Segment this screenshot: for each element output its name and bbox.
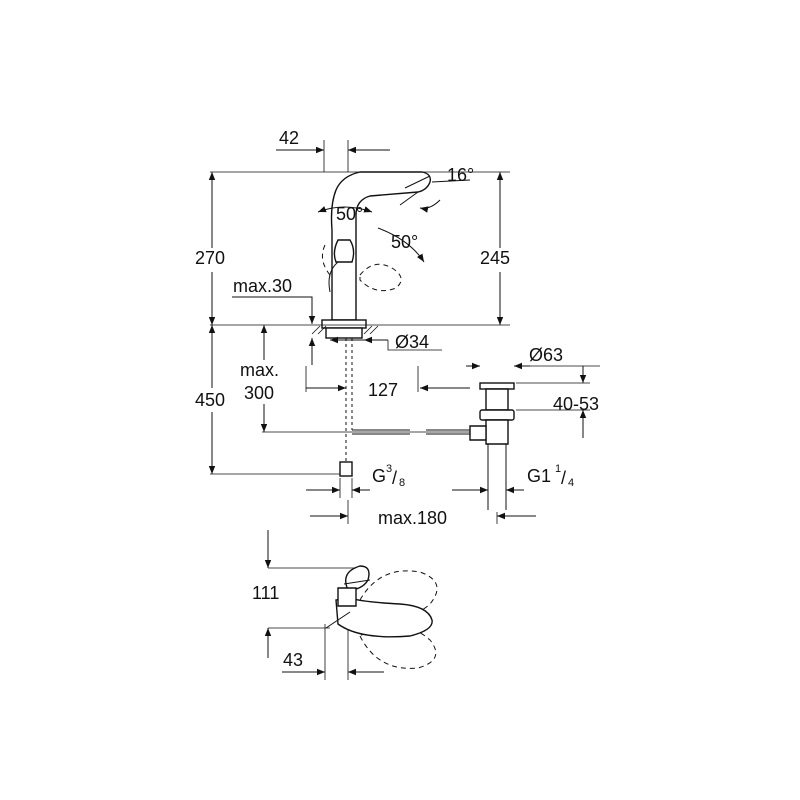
dim-42: 42 [276,128,390,172]
drain-flange [479,382,515,390]
dim-111-label: 111 [252,583,279,603]
dim-450: 450 [195,325,225,474]
dim-50-left-label: 50° [336,204,363,224]
dim-42-label: 42 [279,128,299,148]
reference-lines [210,171,510,475]
dim-g38: G 3 / 8 [306,463,405,498]
dim-270-label: 270 [195,248,225,268]
dim-g114-slash: / [561,468,566,488]
dim-450-label: 450 [195,390,225,410]
dim-245: 245 [480,172,510,325]
top-ghost-down [359,625,437,669]
dim-40-53-label: 40-53 [553,394,599,414]
drain-nut [479,409,515,421]
dim-50-right-label: 50° [391,232,418,252]
dim-max30: max.30 [232,276,316,365]
dim-16-deg: 16° [399,165,474,213]
deck-hatching [311,325,379,335]
dim-127: 127 [305,366,470,400]
waste-drain [469,382,515,510]
dim-111: 111 [252,530,356,658]
dim-g114-den: 4 [568,477,574,489]
dim-43: 43 [282,624,384,680]
dim-max180: max.180 [310,500,536,528]
base-plate [321,319,367,329]
dim-g114: G1 1 / 4 [452,463,574,494]
dim-max180-label: max.180 [378,508,447,528]
dim-g38-slash: / [392,468,397,488]
dim-127-label: 127 [368,380,398,400]
dim-16-label: 16° [447,165,474,185]
dim-g38-den: 8 [399,477,405,489]
lever-ghost-left [321,244,331,276]
tailpiece [487,444,507,510]
drain-body-top [485,388,509,411]
dim-43-label: 43 [283,650,303,670]
faucet-top-view [325,565,438,669]
dim-270: 270 [195,172,225,325]
dim-g38-num: 3 [386,463,392,475]
dim-max300-line1: max. [240,360,279,380]
lever-handle [333,239,355,263]
top-body [335,597,433,638]
dim-50-deg: 50° 50° [317,204,425,263]
drain-body [485,419,509,445]
top-body-stem [337,587,357,607]
dim-d63-label: Ø63 [529,345,563,365]
dim-max300-line2: 300 [244,383,274,403]
dim-max300: max. 300 [240,325,279,432]
dim-g114-num: 1 [555,463,561,475]
aerator-line [404,175,431,189]
dim-g38-label: G [372,466,386,486]
dim-d34: Ø34 [330,332,442,352]
lever-ghost-right [359,263,402,292]
pop-up-rod [352,429,470,435]
dim-max30-label: max.30 [233,276,292,296]
dim-40-53: 40-53 [516,366,599,438]
drain-pivot [469,425,487,441]
dim-245-label: 245 [480,248,510,268]
hose-connector [339,461,353,477]
dim-d34-label: Ø34 [395,332,429,352]
dim-g114-label: G1 [527,466,551,486]
mount-nut [325,327,363,339]
top-handle [345,565,370,591]
dim-d63: Ø63 [466,345,600,370]
